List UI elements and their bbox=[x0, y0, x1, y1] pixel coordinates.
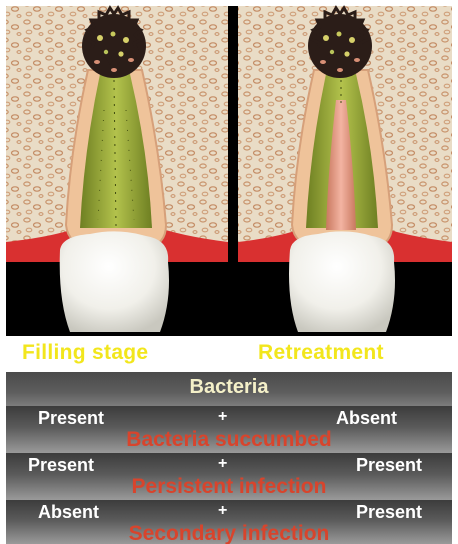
apical-lesion bbox=[308, 8, 372, 78]
row-right-value: Present bbox=[356, 502, 422, 523]
tooth-crown bbox=[289, 231, 395, 332]
row-left-value: Present bbox=[28, 455, 94, 476]
right-panel bbox=[238, 6, 452, 336]
row-right-value: Absent bbox=[336, 408, 397, 429]
caption-retreatment: Retreatment bbox=[258, 341, 384, 365]
panel-divider bbox=[228, 6, 238, 336]
table-row: Present + Absent Bacteria succumbed bbox=[6, 406, 452, 453]
row-operator: + bbox=[218, 502, 227, 520]
table-row: Present + Present Persistent infection bbox=[6, 453, 452, 500]
table-row: Absent + Present Secondary infection bbox=[6, 500, 452, 544]
row-left-value: Absent bbox=[38, 502, 99, 523]
dental-illustration bbox=[0, 0, 458, 372]
table-header-row: Bacteria bbox=[6, 372, 452, 406]
row-operator: + bbox=[218, 408, 227, 426]
caption-filling-stage: Filling stage bbox=[22, 341, 148, 365]
row-left-value: Present bbox=[38, 408, 104, 429]
left-panel bbox=[6, 6, 228, 336]
row-operator: + bbox=[218, 455, 227, 473]
row-result: Secondary infection bbox=[6, 522, 452, 544]
row-result: Bacteria succumbed bbox=[6, 428, 452, 452]
apical-lesion bbox=[82, 8, 146, 78]
row-result: Persistent infection bbox=[6, 475, 452, 499]
row-right-value: Present bbox=[356, 455, 422, 476]
table-header: Bacteria bbox=[6, 376, 452, 399]
bacteria-table: Bacteria Present + Absent Bacteria succu… bbox=[6, 372, 452, 544]
tooth-crown bbox=[60, 231, 169, 332]
